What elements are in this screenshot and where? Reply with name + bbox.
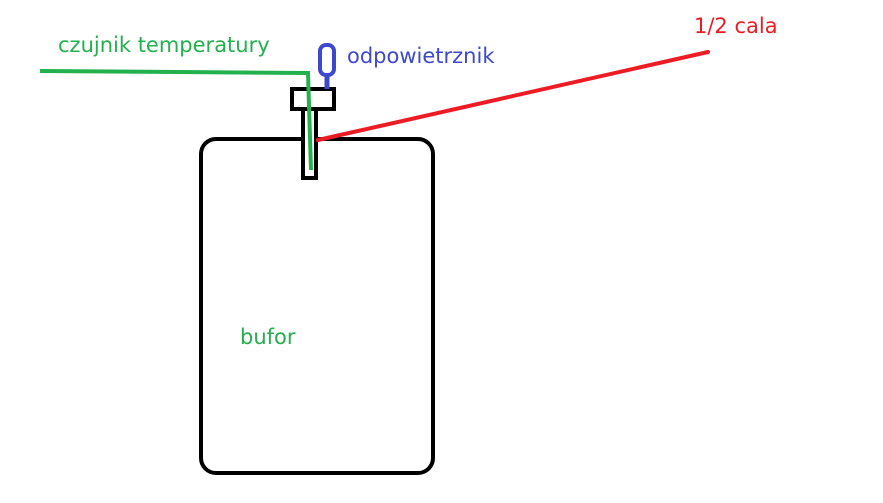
pipe-size-label: 1/2 cala [694, 14, 778, 38]
air-vent-label: odpowietrznik [347, 44, 495, 68]
temperature-sensor-wire [39, 69, 313, 171]
buffer-tank-outline [199, 137, 435, 475]
buffer-tank-label: bufor [240, 325, 296, 349]
air-vent-icon [318, 43, 336, 77]
pipe-size-leader-line [316, 50, 710, 142]
fitting-cap [290, 87, 336, 111]
temperature-sensor-label: czujnik temperatury [58, 33, 270, 57]
